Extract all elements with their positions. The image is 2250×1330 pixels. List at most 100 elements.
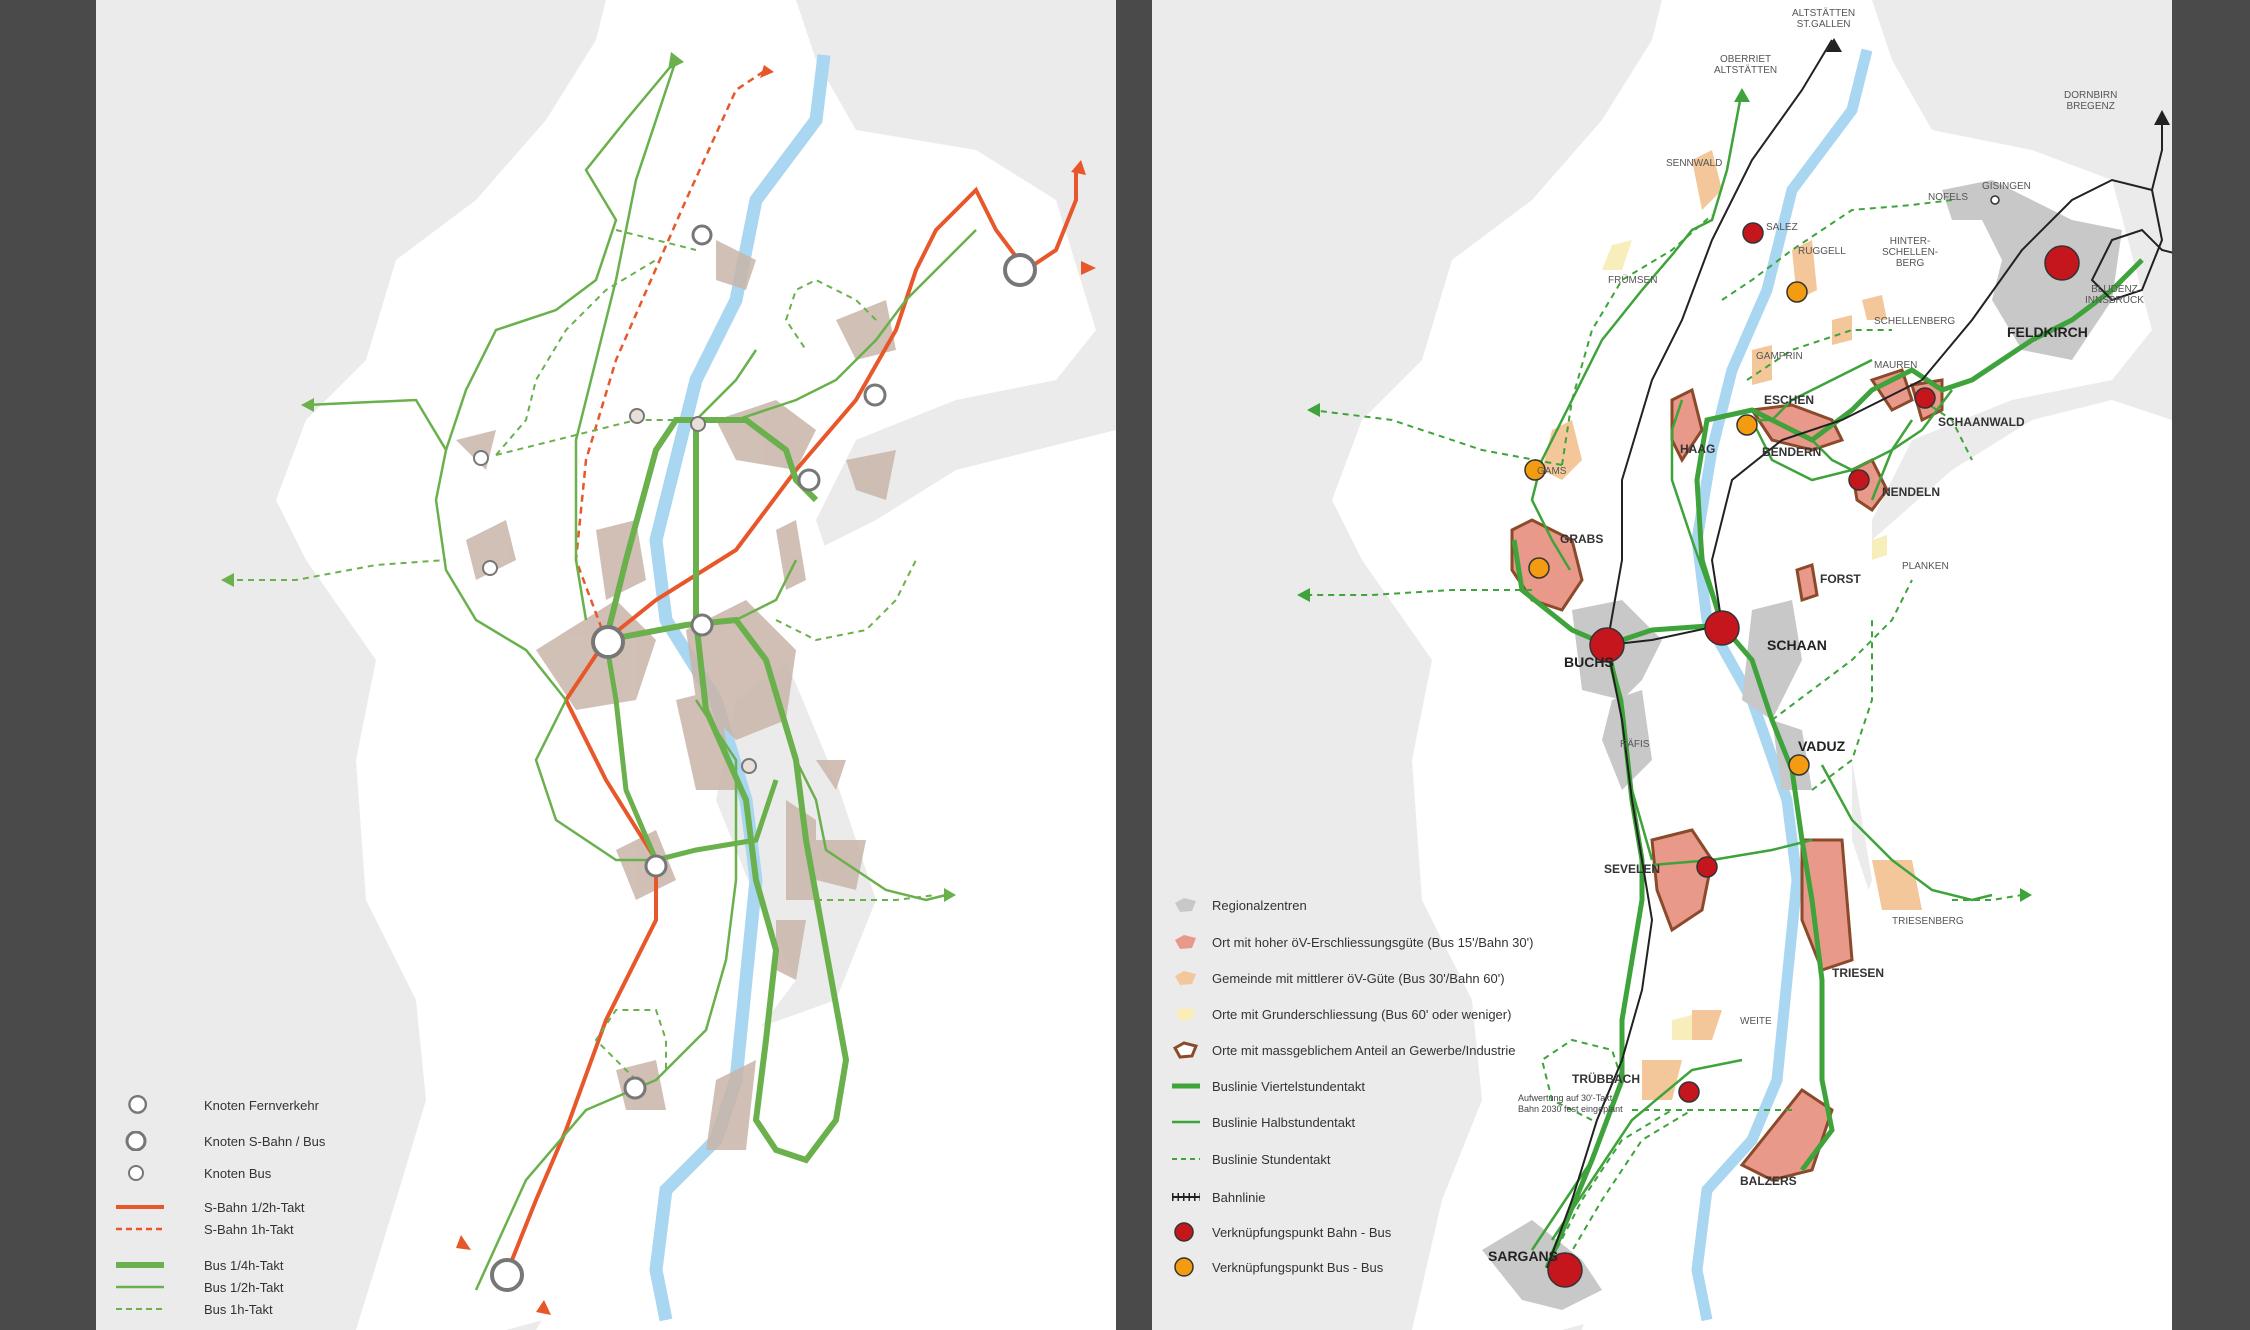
label-sennwald: SENNWALD [1666, 158, 1723, 169]
valley-floor [1332, 0, 2152, 1330]
label-feldkirch: FELDKIRCH [2007, 324, 2088, 340]
rail-arrows [1297, 38, 2170, 902]
label-salez: SALEZ [1766, 222, 1798, 233]
label-forst: FORST [1820, 572, 1861, 586]
node-bus [741, 758, 757, 774]
label-bludenz: BLUDENZ INNSBRUCK [2085, 284, 2144, 306]
right-legend: Regionalzentren Ort mit hoher öV-Erschli… [1172, 895, 1592, 1285]
legend-row-bus-half: Bus 1/2h-Takt [116, 1277, 284, 1297]
label-haag: HAAG [1680, 442, 1716, 456]
hub-bus-bus [1524, 459, 1546, 481]
label-schaanwald: SCHAANWALD [1938, 415, 2025, 429]
label-altstaetten: ALTSTÄTTEN ST.GALLEN [1792, 8, 1856, 30]
node-fernverkehr [591, 625, 625, 659]
legend-row-bus-hour: Buslinie Stundentakt [1172, 1149, 1331, 1169]
line-arrows [221, 52, 1096, 1315]
hub-bus-bus [1786, 281, 1808, 303]
hub-bus-small [1990, 195, 2000, 205]
node-sbahn-bus [644, 854, 668, 878]
right-map [1152, 0, 2172, 1330]
node-sbahn-icon [125, 1131, 147, 1151]
legend-label: Regionalzentren [1212, 897, 1307, 913]
legend-row-bus-1h: Bus 1h-Takt [116, 1299, 273, 1319]
hub-rail-bus [1914, 387, 1936, 409]
label-schaan: SCHAAN [1767, 637, 1827, 653]
legend-label: Orte mit massgeblichem Anteil an Gewerbe… [1212, 1042, 1516, 1058]
label-mauren: MAUREN [1874, 360, 1918, 371]
bus-half-icon [116, 1285, 164, 1289]
node-sbahn-bus [623, 1076, 647, 1100]
legend-label: Buslinie Viertelstundentakt [1212, 1078, 1365, 1094]
label-gams: GAMS [1537, 466, 1567, 477]
settlements [456, 240, 896, 1150]
hub-bus-bus [1528, 557, 1550, 579]
node-bus [629, 408, 645, 424]
label-raefis: RÄFIS [1620, 739, 1650, 750]
legend-row-bus-quarter: Buslinie Viertelstundentakt [1172, 1076, 1365, 1096]
legend-label: Knoten S-Bahn / Bus [204, 1133, 326, 1149]
label-vaduz: VADUZ [1798, 738, 1846, 754]
label-fruemsen: FRÜMSEN [1608, 275, 1658, 286]
bus-half-lines [305, 59, 977, 1291]
rail-ticks [1546, 179, 2163, 1269]
legend-label: Bus 1/2h-Takt [204, 1279, 284, 1295]
label-sevelen: SEVELEN [1604, 862, 1661, 876]
hub-rail-bus [2044, 245, 2080, 281]
hub-rail-bus [1742, 222, 1764, 244]
label-nofels: NOFELS [1928, 192, 1969, 203]
node-fernverkehr [1003, 253, 1037, 287]
node-bus [482, 560, 498, 576]
sbahn-half-icon [116, 1205, 164, 1209]
hub-bus-bus [1736, 414, 1758, 436]
legend-label: Buslinie Stundentakt [1212, 1151, 1331, 1167]
label-schellenberg: SCHELLENBERG [1874, 316, 1956, 327]
legend-label: Verknüpfungspunkt Bahn - Bus [1212, 1224, 1392, 1240]
legend-label: Bus 1h-Takt [204, 1301, 273, 1317]
high-quality-icon [1175, 935, 1196, 949]
medium-quality-places [1542, 150, 1922, 1100]
node-sbahn-bus [797, 468, 821, 492]
sbahn-hour-icon [116, 1227, 164, 1231]
bus-quarter-icon [116, 1262, 164, 1268]
bus-quarter-icon [1172, 1083, 1200, 1089]
bus-hour-lines [226, 229, 937, 1081]
legend-row-hub-bus: Verknüpfungspunkt Bus - Bus [1172, 1257, 1383, 1277]
legend-label: S-Bahn 1h-Takt [204, 1221, 294, 1237]
legend-row-hub-rail: Verknüpfungspunkt Bahn - Bus [1172, 1222, 1391, 1242]
legend-row-rail: Bahnlinie [1172, 1187, 1266, 1207]
legend-label: Orte mit Grunderschliessung (Bus 60' ode… [1212, 1006, 1512, 1022]
bus-hour-icon [1172, 1158, 1200, 1160]
hub-rail-bus [1696, 856, 1718, 878]
legend-label: Knoten Fernverkehr [204, 1097, 319, 1113]
label-weite: WEITE [1740, 1016, 1772, 1027]
legend-label: Knoten Bus [204, 1165, 272, 1181]
right-map-panel: ALTSTÄTTEN ST.GALLEN OBERRIET ALTSTÄTTEN… [1152, 0, 2172, 1330]
node-bus [473, 450, 489, 466]
legend-row-high: Ort mit hoher öV-Erschliessungsgüte (Bus… [1172, 932, 1533, 952]
legend-row-sbahn-1h: S-Bahn 1h-Takt [116, 1219, 294, 1239]
node-fernverkehr-icon [128, 1095, 148, 1114]
label-dornbirn: DORNBIRN BREGENZ [2064, 90, 2118, 112]
left-map-panel: Knoten Fernverkehr Knoten S-Bahn / Bus K… [96, 0, 1116, 1330]
legend-label: S-Bahn 1/2h-Takt [204, 1199, 305, 1215]
legend-row-fernverkehr: Knoten Fernverkehr [116, 1095, 319, 1115]
legend-label: Ort mit hoher öV-Erschliessungsgüte (Bus… [1212, 934, 1534, 950]
bus-hour-icon [116, 1308, 164, 1310]
left-map [96, 0, 1116, 1330]
hub-rail-bus [1678, 1081, 1700, 1103]
label-sargans: SARGANS [1488, 1248, 1559, 1264]
high-quality-places [1510, 368, 1944, 1182]
legend-row-sbahn-half: S-Bahn 1/2h-Takt [116, 1197, 304, 1217]
hubs [1524, 195, 2080, 1288]
legend-label: Bahnlinie [1212, 1189, 1266, 1205]
node-bus-icon [128, 1165, 144, 1181]
legend-row-bus-half: Buslinie Halbstundentakt [1172, 1112, 1355, 1132]
legend-row-basic: Orte mit Grunderschliessung (Bus 60' ode… [1172, 1004, 1511, 1024]
label-truebbach-note: Aufwertung auf 30'-Takt Bahn 2030 fest e… [1518, 1093, 1623, 1114]
basic-quality-icon [1175, 1007, 1196, 1021]
legend-row-sbahn-node: Knoten S-Bahn / Bus [116, 1131, 325, 1151]
label-triesenberg: TRIESENBERG [1892, 916, 1964, 927]
label-buchs: BUCHS [1564, 654, 1614, 670]
label-hinterschellenberg: HINTER- SCHELLEN- BERG [1882, 236, 1939, 269]
hub-rail-bus [1589, 627, 1625, 663]
